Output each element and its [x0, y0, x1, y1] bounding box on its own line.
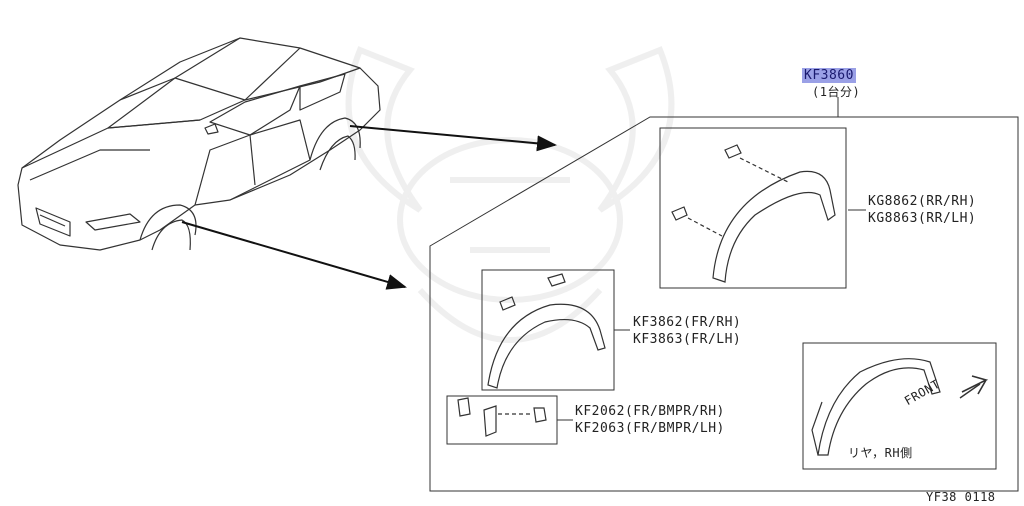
part-code-rear-rh[interactable]: KG8862(RR/RH)	[868, 194, 977, 209]
bumper-piece-box	[446, 395, 558, 445]
figure-id: YF38 0118	[926, 490, 996, 504]
rear-flare-box	[659, 127, 847, 289]
arrow-rear	[349, 125, 557, 152]
watermark-emblem	[345, 46, 675, 343]
kit-panel	[429, 116, 1019, 492]
kit-qty-note: (1台分)	[812, 85, 861, 99]
inset-note: リヤ，RH側	[848, 446, 913, 460]
arrow-front	[181, 221, 407, 290]
front-flare-box	[481, 269, 615, 391]
part-code-front-rh[interactable]: KF3862(FR/RH)	[633, 315, 742, 330]
inset-box	[802, 342, 997, 470]
part-code-bumper-rh[interactable]: KF2062(FR/BMPR/RH)	[575, 404, 725, 419]
kit-code[interactable]: KF3860	[802, 68, 856, 83]
kit-code-label: KF3860	[802, 68, 856, 83]
car-illustration	[17, 37, 381, 251]
part-code-bumper-lh[interactable]: KF2063(FR/BMPR/LH)	[575, 421, 725, 436]
part-code-rear-lh[interactable]: KG8863(RR/LH)	[868, 211, 977, 226]
part-code-front-lh[interactable]: KF3863(FR/LH)	[633, 332, 742, 347]
